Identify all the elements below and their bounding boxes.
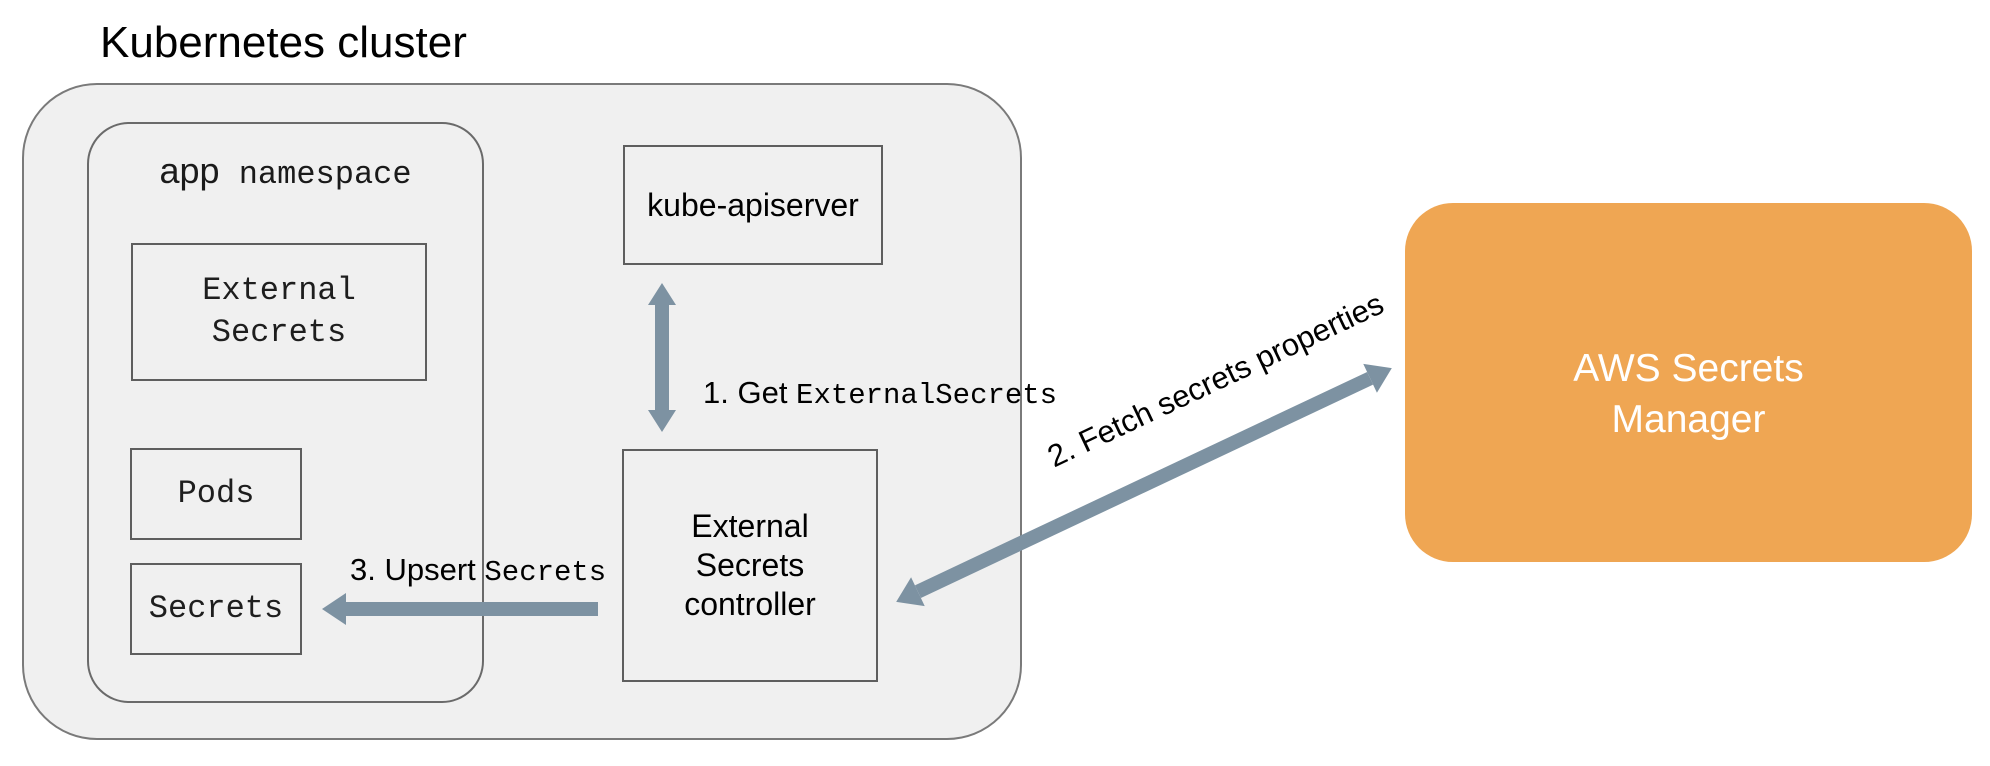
upsert-secrets-label: 3. Upsert Secrets (350, 553, 606, 590)
step-text: 3. Upsert (350, 552, 485, 587)
aws-secrets-manager-label: AWS Secrets Manager (1573, 346, 1804, 441)
kube-apiserver-label: kube-apiserver (647, 186, 859, 223)
secrets-label: Secrets (148, 590, 284, 627)
arrowhead-down-icon (648, 410, 676, 432)
external-secrets-controller-label: External Secrets controller (684, 508, 816, 622)
app-namespace-label: app namespace (87, 150, 484, 196)
step-text: 1. Get (703, 375, 797, 410)
external-secrets-resource-label: External Secrets (202, 272, 356, 351)
resource-name: Secrets (484, 556, 607, 589)
pods-label: Pods (177, 475, 255, 512)
namespace-kind-label: namespace (219, 156, 412, 193)
get-externalsecrets-label: 1. Get ExternalSecrets (703, 376, 1057, 413)
arrowhead-left-icon (322, 593, 346, 625)
arrow-shaft (346, 602, 598, 616)
secrets-box: Secrets (130, 563, 302, 655)
aws-secrets-manager-box: AWS Secrets Manager (1405, 203, 1972, 562)
upsert-secrets-arrow (322, 593, 598, 625)
arrowhead-right-icon (1363, 353, 1399, 393)
external-secrets-resource-box: External Secrets (131, 243, 427, 381)
diagram-title: Kubernetes cluster (100, 18, 467, 67)
resource-name: ExternalSecrets (796, 379, 1058, 412)
get-externalsecrets-arrow (648, 283, 676, 432)
arrow-shaft (655, 305, 669, 410)
external-secrets-controller-box: External Secrets controller (622, 449, 878, 682)
app-namespace-container (87, 122, 484, 703)
arrowhead-up-icon (648, 283, 676, 305)
kube-apiserver-box: kube-apiserver (623, 145, 883, 265)
pods-box: Pods (130, 448, 302, 540)
namespace-name: app (159, 150, 220, 191)
